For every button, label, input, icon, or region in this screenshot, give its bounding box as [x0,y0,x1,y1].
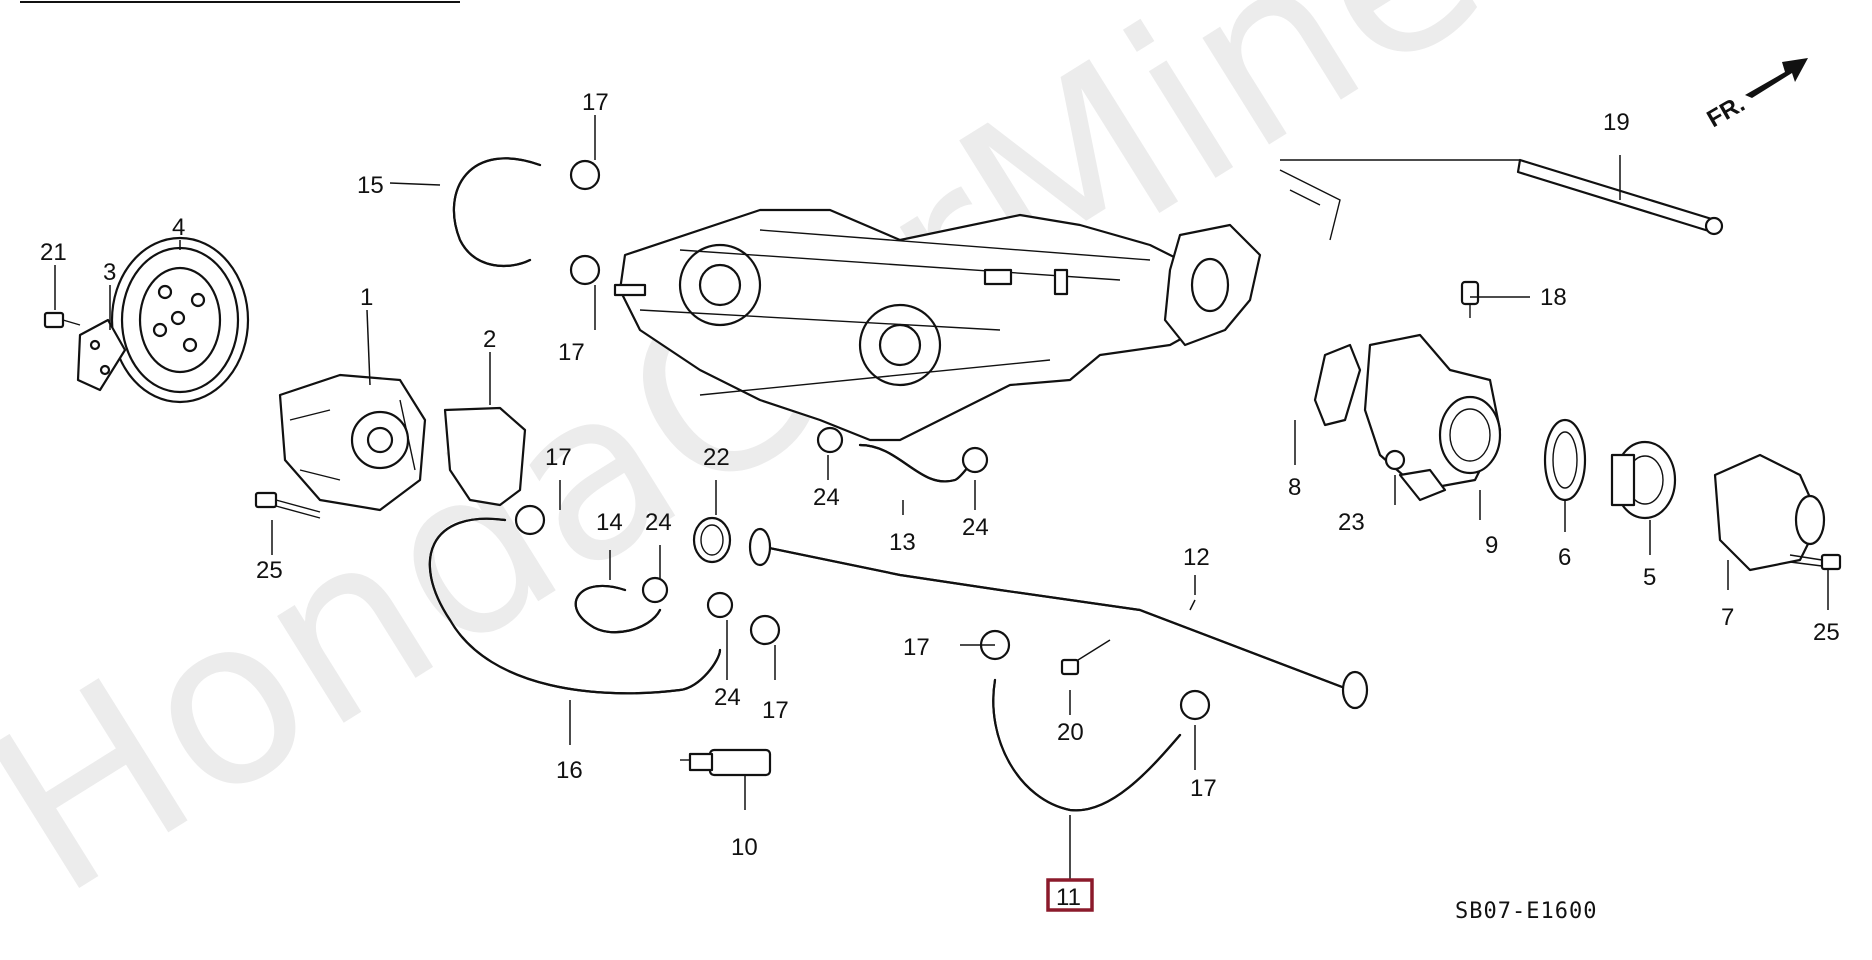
callout-labels: 1 2 3 4 5 6 7 8 9 10 11 12 13 14 15 16 1… [40,89,1840,912]
callout-10: 10 [731,834,758,861]
bolt-21 [43,311,81,329]
intake-manifold [613,169,1341,442]
thermostat-5 [1610,440,1677,520]
bolt-20 [1060,639,1111,676]
pulley-flange [76,318,127,392]
callout-21: 21 [40,239,67,266]
water-pump-pulley [110,236,250,404]
callout-17d: 17 [903,634,930,661]
callout-20: 20 [1057,719,1084,746]
water-pump [278,373,427,512]
callout-25a: 25 [256,557,283,584]
callout-24c: 24 [714,684,741,711]
callout-7: 7 [1721,604,1734,631]
callout-22: 22 [703,444,730,471]
callout-6: 6 [1558,544,1571,571]
callout-24a: 24 [813,484,840,511]
o-ring-22 [692,516,732,564]
callout-24d: 24 [962,514,989,541]
callout-4: 4 [172,214,185,241]
callout-17a: 17 [582,89,609,116]
diagram-code: SB07-E1600 [1455,899,1597,924]
hose-11 [992,678,1182,812]
callout-3: 3 [103,259,116,286]
callout-8: 8 [1288,474,1301,501]
switch-18 [1460,280,1480,318]
callout-9: 9 [1485,532,1498,559]
front-arrow-icon [1745,58,1808,98]
callout-18: 18 [1540,284,1567,311]
callout-17e: 17 [762,697,789,724]
bolt-25-left [254,491,321,519]
leader-lines [54,115,1829,880]
front-indicator-label: FR. [1703,90,1750,133]
callout-24b: 24 [645,509,672,536]
thermostat-gasket-6 [1543,418,1587,502]
callout-2: 2 [483,326,496,353]
callout-14: 14 [596,509,623,536]
callout-11: 11 [1056,884,1081,911]
thermostat-cover-7 [1713,453,1826,572]
callout-23: 23 [1338,509,1365,536]
callout-25b: 25 [1813,619,1840,646]
callout-5: 5 [1643,564,1656,591]
water-pipe-12 [748,527,1369,710]
callout-13: 13 [889,529,916,556]
callout-15: 15 [357,172,384,199]
callout-17f: 17 [1190,775,1217,802]
callout-12: 12 [1183,544,1210,571]
stud-bolt-19 [1516,158,1724,236]
callout-17b: 17 [558,339,585,366]
bolt-25-right [1789,553,1842,571]
thermostat-housing-9 [1363,333,1502,502]
gasket-8 [1313,343,1362,427]
callout-17c: 17 [545,444,572,471]
highlight-box [1046,878,1094,912]
water-pump-gasket [443,406,527,507]
watermark-text: HondaCarMine.ru [0,0,1790,947]
callout-1: 1 [360,284,373,311]
bolt-23 [1384,449,1406,471]
callout-16: 16 [556,757,583,784]
temperature-sensor-10 [680,748,772,777]
callout-19: 19 [1603,109,1630,136]
